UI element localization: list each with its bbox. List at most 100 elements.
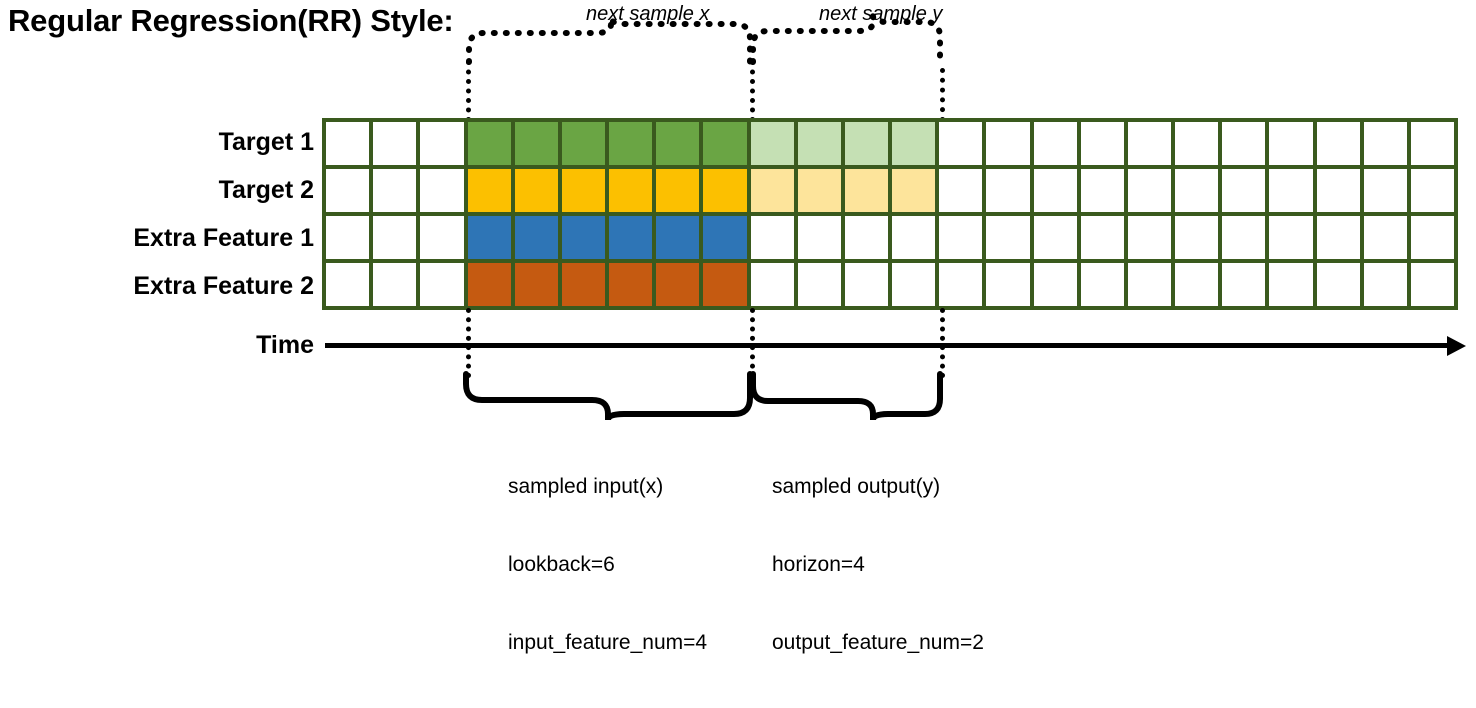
grid-cell-target1-13 xyxy=(892,122,936,165)
grid-cell-target2-14 xyxy=(939,169,983,212)
grid-cell-target2-16 xyxy=(1033,169,1077,212)
grid-cell-target1-1 xyxy=(326,122,370,165)
grid-cell-feature1-9 xyxy=(703,216,747,259)
grid-cell-feature2-19 xyxy=(1175,263,1219,306)
dotted-guide-lookback-end xyxy=(750,60,755,122)
grid-cell-target2-22 xyxy=(1316,169,1360,212)
grid-cell-target2-3 xyxy=(420,169,464,212)
grid-cell-target1-10 xyxy=(750,122,794,165)
dotted-guide-horizon-end-lower xyxy=(940,308,945,378)
dotted-guide-lookback-end-lower xyxy=(750,308,755,378)
grid-cell-feature2-16 xyxy=(1033,263,1077,306)
grid-cell-feature2-6 xyxy=(561,263,605,306)
grid-cell-target1-17 xyxy=(1080,122,1124,165)
grid-cell-feature2-2 xyxy=(373,263,417,306)
grid-cell-feature2-23 xyxy=(1363,263,1407,306)
grid-cell-target2-8 xyxy=(656,169,700,212)
grid-cell-feature1-18 xyxy=(1127,216,1171,259)
grid-cell-target2-15 xyxy=(986,169,1030,212)
grid-cell-target1-20 xyxy=(1222,122,1266,165)
bottom-brace-group xyxy=(463,371,943,421)
caption-output-line-3: output_feature_num=2 xyxy=(772,631,984,654)
dotted-guide-lookback-start-lower xyxy=(466,308,471,378)
grid-cell-target1-18 xyxy=(1127,122,1171,165)
grid-cell-feature2-21 xyxy=(1269,263,1313,306)
grid-cell-feature1-3 xyxy=(420,216,464,259)
grid-cell-target1-11 xyxy=(797,122,841,165)
grid-cell-feature2-8 xyxy=(656,263,700,306)
grid-cell-target2-18 xyxy=(1127,169,1171,212)
grid-cell-target2-11 xyxy=(797,169,841,212)
grid-cell-target2-19 xyxy=(1175,169,1219,212)
grid-cell-feature1-24 xyxy=(1410,216,1454,259)
grid-cell-feature2-4 xyxy=(467,263,511,306)
grid-cell-target1-16 xyxy=(1033,122,1077,165)
grid-cell-feature2-9 xyxy=(703,263,747,306)
grid-cell-feature2-3 xyxy=(420,263,464,306)
grid-cell-feature2-5 xyxy=(514,263,558,306)
grid-cell-feature2-13 xyxy=(892,263,936,306)
row-label-extra-feature-1: Extra Feature 1 xyxy=(133,224,314,252)
grid-cell-feature1-15 xyxy=(986,216,1030,259)
time-axis-arrowhead xyxy=(1447,336,1466,356)
grid-cell-target2-10 xyxy=(750,169,794,212)
grid-cell-feature2-12 xyxy=(844,263,888,306)
grid-cell-target2-5 xyxy=(514,169,558,212)
grid-cell-target2-12 xyxy=(844,169,888,212)
caption-output-line-2: horizon=4 xyxy=(772,553,865,576)
grid-cell-feature1-11 xyxy=(797,216,841,259)
annotation-next-sample-y: next sample y xyxy=(819,3,943,25)
grid-cell-feature1-16 xyxy=(1033,216,1077,259)
grid-cell-target2-23 xyxy=(1363,169,1407,212)
grid-cell-target2-24 xyxy=(1410,169,1454,212)
grid-cell-feature1-12 xyxy=(844,216,888,259)
grid-cell-target2-4 xyxy=(467,169,511,212)
grid-cell-feature1-7 xyxy=(609,216,653,259)
row-label-target-2: Target 2 xyxy=(218,176,314,204)
grid-cell-feature2-24 xyxy=(1410,263,1454,306)
grid-cell-target1-2 xyxy=(373,122,417,165)
diagram-canvas: Regular Regression(RR) Style: next sampl… xyxy=(8,3,1466,654)
grid-cell-feature2-22 xyxy=(1316,263,1360,306)
grid-cell-target1-7 xyxy=(609,122,653,165)
grid-cell-target1-15 xyxy=(986,122,1030,165)
row-label-extra-feature-2: Extra Feature 2 xyxy=(133,272,314,300)
grid-cell-target2-20 xyxy=(1222,169,1266,212)
timeline-grid xyxy=(322,118,1458,310)
grid-cell-target1-9 xyxy=(703,122,747,165)
grid-cell-feature1-2 xyxy=(373,216,417,259)
time-axis-line xyxy=(325,343,1453,348)
grid-cell-target2-21 xyxy=(1269,169,1313,212)
grid-cell-feature1-14 xyxy=(939,216,983,259)
grid-cell-feature2-17 xyxy=(1080,263,1124,306)
grid-cell-feature2-11 xyxy=(797,263,841,306)
grid-cell-target1-6 xyxy=(561,122,605,165)
grid-cell-feature1-22 xyxy=(1316,216,1360,259)
grid-cell-target1-21 xyxy=(1269,122,1313,165)
grid-cell-target2-6 xyxy=(561,169,605,212)
grid-cell-target1-12 xyxy=(844,122,888,165)
grid-cell-feature1-8 xyxy=(656,216,700,259)
grid-cell-feature1-13 xyxy=(892,216,936,259)
grid-cell-target1-19 xyxy=(1175,122,1219,165)
grid-cell-feature1-1 xyxy=(326,216,370,259)
axis-label-time: Time xyxy=(256,331,314,359)
grid-cell-target2-7 xyxy=(609,169,653,212)
grid-cell-feature1-19 xyxy=(1175,216,1219,259)
caption-input-line-2: lookback=6 xyxy=(508,553,615,576)
grid-cell-target1-5 xyxy=(514,122,558,165)
dotted-guide-horizon-end xyxy=(940,68,945,122)
grid-cell-target2-17 xyxy=(1080,169,1124,212)
grid-cell-target2-9 xyxy=(703,169,747,212)
caption-input-line-1: sampled input(x) xyxy=(508,475,664,498)
grid-cell-target1-22 xyxy=(1316,122,1360,165)
grid-cell-target1-4 xyxy=(467,122,511,165)
grid-cell-feature1-23 xyxy=(1363,216,1407,259)
grid-cell-feature2-20 xyxy=(1222,263,1266,306)
caption-output-line-1: sampled output(y) xyxy=(772,475,941,498)
grid-cell-target1-8 xyxy=(656,122,700,165)
grid-cell-feature2-14 xyxy=(939,263,983,306)
grid-cell-target1-3 xyxy=(420,122,464,165)
grid-cell-feature1-4 xyxy=(467,216,511,259)
grid-cell-feature2-18 xyxy=(1127,263,1171,306)
